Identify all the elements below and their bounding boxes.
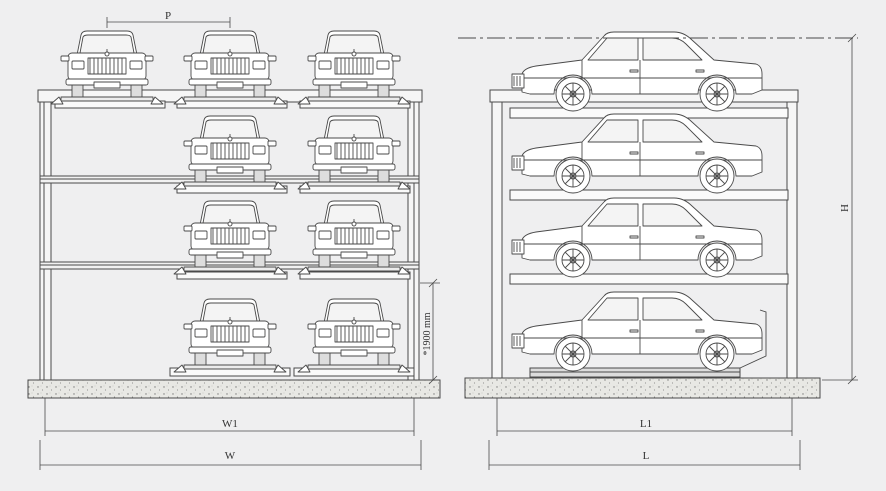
side-right-post <box>786 101 798 379</box>
total-length-dimension <box>488 440 801 470</box>
inner-length-dimension <box>496 398 793 436</box>
front-car <box>173 298 287 373</box>
height-dimension <box>822 33 858 385</box>
front-ground-slab <box>27 379 441 399</box>
total-width-label: W <box>225 450 236 462</box>
total-length-label: L <box>643 450 650 462</box>
front-level-beams <box>39 175 420 270</box>
side-wheel-stop <box>739 309 767 369</box>
total-width-dimension <box>39 440 422 470</box>
inner-width-label: W1 <box>222 418 238 430</box>
front-elevation-view <box>27 17 441 470</box>
front-platforms <box>54 100 415 377</box>
pitch-dimension <box>106 17 231 28</box>
inner-length-label: L1 <box>640 418 652 430</box>
entry-height-dimension <box>420 278 440 385</box>
side-left-post <box>491 101 503 379</box>
height-label: H <box>839 204 851 212</box>
side-car <box>511 291 763 372</box>
side-car <box>511 113 763 194</box>
pitch-label: P <box>165 10 171 22</box>
entry-height-label: *1900 mm <box>422 312 433 355</box>
side-ground-slab <box>464 377 821 399</box>
side-car <box>511 197 763 278</box>
inner-width-dimension <box>44 398 415 436</box>
front-left-post <box>39 99 52 381</box>
side-platforms <box>509 107 789 378</box>
front-car <box>297 298 411 373</box>
side-elevation-view <box>458 31 858 470</box>
